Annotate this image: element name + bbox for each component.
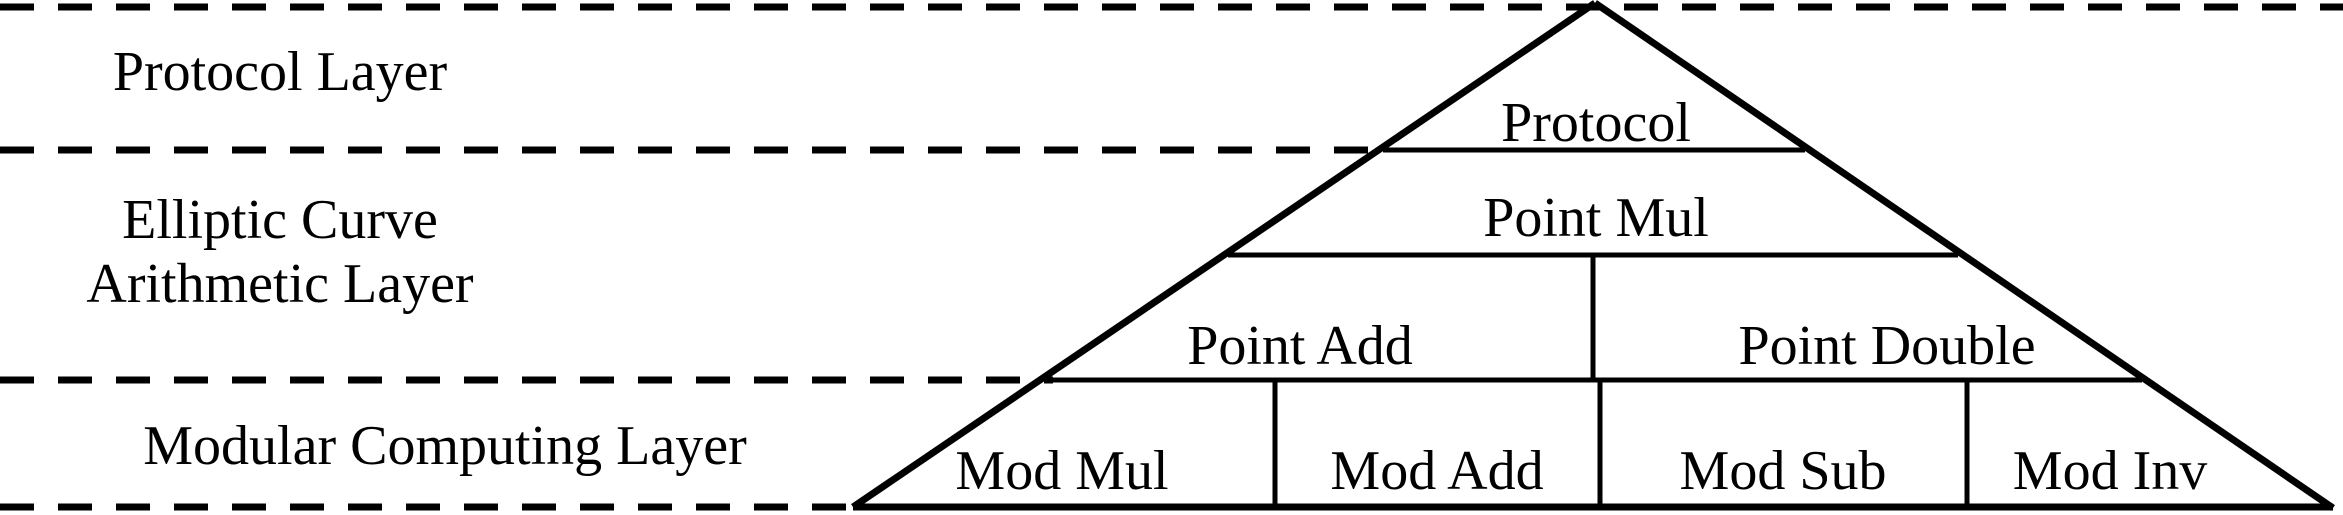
layer-label-protocol: Protocol Layer xyxy=(112,41,448,103)
pyramid-cell-point-add: Point Add xyxy=(1187,315,1413,377)
pyramid-cell-mod-sub: Mod Sub xyxy=(1679,440,1887,502)
dashed-separator-group xyxy=(0,3,2343,511)
layer-label-modular-computing: Modular Computing Layer xyxy=(143,415,747,477)
pyramid-outline xyxy=(851,0,2335,511)
pyramid-cell-mod-inv: Mod Inv xyxy=(2012,440,2208,502)
pyramid-cell-point-double: Point Double xyxy=(1738,315,2036,377)
pyramid-cell-mod-add: Mod Add xyxy=(1330,440,1544,502)
pyramid-right-edge xyxy=(1593,0,2335,511)
pyramid-cell-protocol: Protocol xyxy=(1501,92,1691,154)
pyramid-cell-point-mul: Point Mul xyxy=(1483,187,1709,249)
pyramid-cell-mod-mul: Mod Mul xyxy=(955,440,1169,502)
layer-label-elliptic-curve-line2: Arithmetic Layer xyxy=(86,253,474,315)
layer-label-elliptic-curve-line1: Elliptic Curve xyxy=(122,189,438,251)
pyramid-left-edge xyxy=(851,0,1597,510)
cell-divider-group xyxy=(1272,255,1970,507)
